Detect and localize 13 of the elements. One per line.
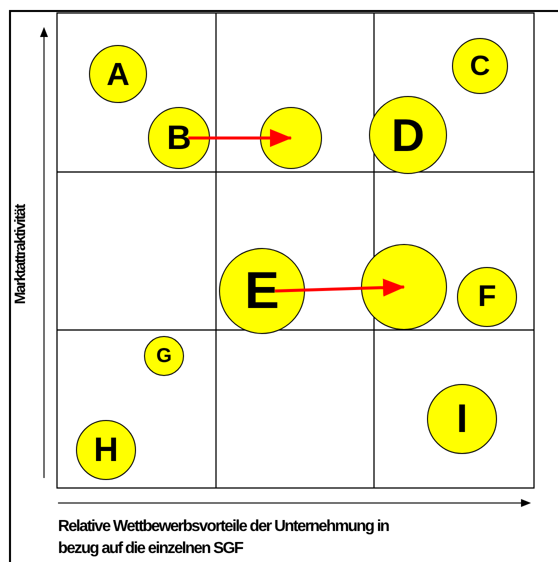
portfolio-bubble: B bbox=[148, 107, 210, 169]
arrow bbox=[274, 278, 405, 297]
portfolio-bubble: A bbox=[89, 45, 147, 103]
portfolio-bubble: I bbox=[427, 384, 497, 454]
portfolio-bubble: C bbox=[452, 38, 508, 94]
y-axis-label: Marktattraktivität bbox=[12, 205, 29, 304]
portfolio-bubble: E bbox=[219, 248, 305, 334]
portfolio-bubble: G bbox=[144, 336, 184, 376]
x-axis-label: Relative Wettbewerbsvorteile der Unternehmung in bezug auf die einzelnen SGF bbox=[58, 517, 390, 559]
portfolio-bubble: H bbox=[76, 420, 136, 480]
arrow bbox=[188, 129, 292, 147]
portfolio-bubble: F bbox=[457, 267, 517, 327]
portfolio-bubble: D bbox=[369, 96, 447, 174]
